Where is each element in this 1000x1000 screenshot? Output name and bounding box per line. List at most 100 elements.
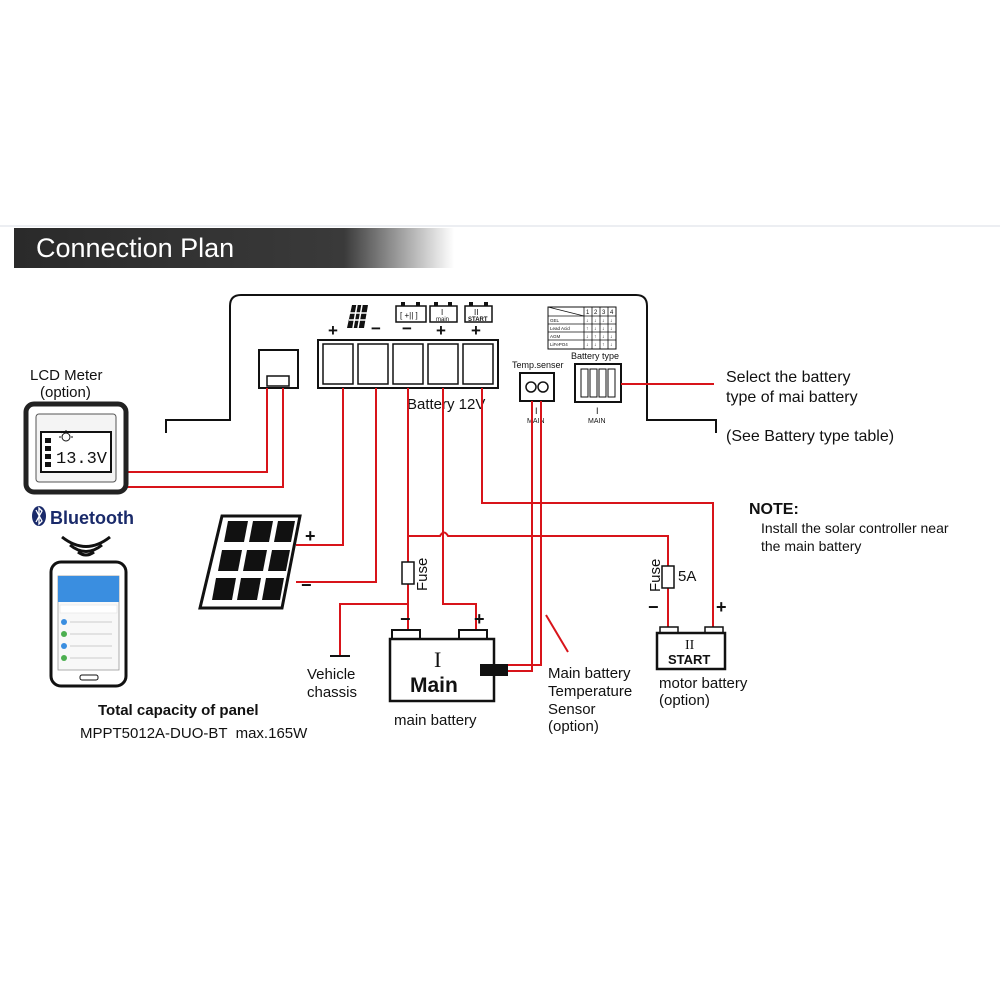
terminal-sign: − — [402, 319, 412, 338]
svg-text:↓: ↓ — [610, 342, 613, 348]
temp-sensor-note: Temperature — [548, 683, 632, 700]
svg-text:GEL: GEL — [550, 318, 560, 323]
battery-type-table: 1 2 3 4 GEL Lead Acid AGM LiFePO4 ↓ ↓ ↓ ↓ ↑… — [547, 306, 617, 350]
svg-text:I: I — [441, 308, 443, 317]
vehicle-chassis-label: chassis — [307, 684, 357, 701]
page-title: Connection Plan — [36, 233, 234, 263]
note-text: Install the solar controller near — [761, 520, 949, 536]
capacity-heading: Total capacity of panel — [98, 702, 259, 719]
svg-text:↓: ↓ — [586, 318, 589, 324]
svg-text:↑: ↑ — [602, 342, 605, 348]
main-battery-plus: + — [474, 609, 485, 629]
temp-sensor-port-label: Temp.senser — [512, 360, 564, 370]
motor-battery-minus: − — [648, 597, 659, 617]
battery-type-dip-switch — [574, 363, 622, 403]
solar-controller: + − − + + [ +|| ] I main — [165, 294, 717, 433]
start-battery-icon: II START — [464, 302, 493, 323]
svg-text:↓: ↓ — [602, 334, 605, 340]
motor-fuse-label: Fuse — [647, 559, 664, 592]
terminal-sign: + — [328, 321, 338, 340]
motor-fuse — [661, 565, 675, 589]
capacity-model: MPPT5012A-DUO-BT max.165W — [80, 725, 308, 742]
battery-12v-label: Battery 12V — [407, 396, 485, 413]
select-battery-note: type of mai battery — [726, 389, 858, 406]
svg-text:[ +|| ]: [ +|| ] — [400, 311, 418, 320]
terminal-block — [317, 339, 499, 389]
svg-text:MAIN: MAIN — [588, 418, 606, 425]
note-heading: NOTE: — [749, 501, 799, 518]
main-battery-caption: main battery — [394, 712, 477, 729]
svg-text:↓: ↓ — [594, 342, 597, 348]
svg-text:I: I — [596, 406, 599, 416]
main-battery-icon: I main — [429, 302, 458, 323]
main-fuse-label: Fuse — [414, 558, 431, 591]
temp-sensor-note: (option) — [548, 718, 599, 735]
svg-text:↑: ↑ — [586, 326, 589, 332]
svg-text:I: I — [434, 647, 441, 672]
wiring — [126, 383, 714, 672]
svg-text:↓: ↓ — [594, 318, 597, 324]
svg-text:↓: ↓ — [586, 342, 589, 348]
solar-panel-plus: + — [305, 526, 316, 546]
svg-text:↓: ↓ — [602, 318, 605, 324]
temp-sensor-port — [519, 372, 555, 402]
svg-text:AGM: AGM — [550, 334, 561, 339]
solar-panel — [198, 514, 302, 610]
header-banner — [14, 228, 454, 268]
terminal-sign: − — [371, 319, 381, 338]
svg-text:START: START — [668, 652, 710, 667]
svg-text:3: 3 — [602, 310, 606, 316]
svg-text:main: main — [436, 317, 449, 323]
svg-text:LiFePO4: LiFePO4 — [550, 342, 568, 347]
motor-battery: II START — [655, 626, 727, 671]
svg-text:↓: ↓ — [586, 334, 589, 340]
motor-fuse-rating: 5A — [678, 568, 696, 585]
main-battery-minus: − — [400, 609, 411, 629]
svg-text:↓: ↓ — [602, 326, 605, 332]
temperature-sensor-probe — [480, 664, 508, 676]
header: Connection Plan — [0, 225, 1000, 268]
svg-text:↑: ↑ — [594, 334, 597, 340]
smartphone — [49, 560, 128, 688]
note-text: the main battery — [761, 538, 861, 554]
svg-text:II: II — [474, 308, 478, 317]
motor-battery-caption: (option) — [659, 692, 710, 709]
main-fuse — [401, 561, 415, 585]
solar-panel-minus: − — [301, 575, 312, 595]
bluetooth-logo: Bluetooth — [32, 506, 134, 528]
svg-text:Main: Main — [410, 674, 458, 697]
svg-text:4: 4 — [610, 310, 614, 316]
svg-text:↓: ↓ — [594, 326, 597, 332]
wireless-signal-icon — [61, 535, 111, 557]
temp-sensor-note: Main battery — [548, 665, 631, 682]
motor-battery-caption: motor battery — [659, 675, 748, 692]
battery-both-icon: [ +|| ] — [395, 302, 427, 323]
lcd-meter: 13.3V — [23, 401, 129, 495]
sun-icon — [59, 430, 73, 442]
svg-text:Lead Acid: Lead Acid — [550, 326, 570, 331]
svg-text:↓: ↓ — [610, 318, 613, 324]
svg-text:↓: ↓ — [610, 326, 613, 332]
select-battery-note: Select the battery — [726, 369, 851, 386]
bluetooth-label: Bluetooth — [50, 508, 134, 528]
motor-battery-plus: + — [716, 597, 727, 617]
svg-text:II: II — [685, 638, 695, 653]
lcd-meter-label: (option) — [40, 384, 91, 401]
terminal-sign: + — [436, 321, 446, 340]
lcd-meter-label: LCD Meter — [30, 367, 103, 384]
battery-type-table-ref: (See Battery type table) — [726, 428, 894, 445]
terminal-sign: + — [471, 321, 481, 340]
svg-text:MAIN: MAIN — [527, 418, 545, 425]
main-battery: I Main — [388, 629, 508, 703]
lcd-reading: 13.3V — [56, 450, 108, 469]
svg-text:↓: ↓ — [610, 334, 613, 340]
battery-type-label: Battery type — [571, 351, 619, 361]
svg-text:I: I — [535, 406, 538, 416]
temp-sensor-note: Sensor — [548, 701, 596, 718]
svg-text:2: 2 — [594, 310, 598, 316]
svg-text:START: START — [468, 317, 488, 323]
vehicle-chassis-label: Vehicle — [307, 666, 355, 683]
solar-terminal-icon — [347, 304, 368, 329]
svg-text:1: 1 — [586, 310, 590, 316]
